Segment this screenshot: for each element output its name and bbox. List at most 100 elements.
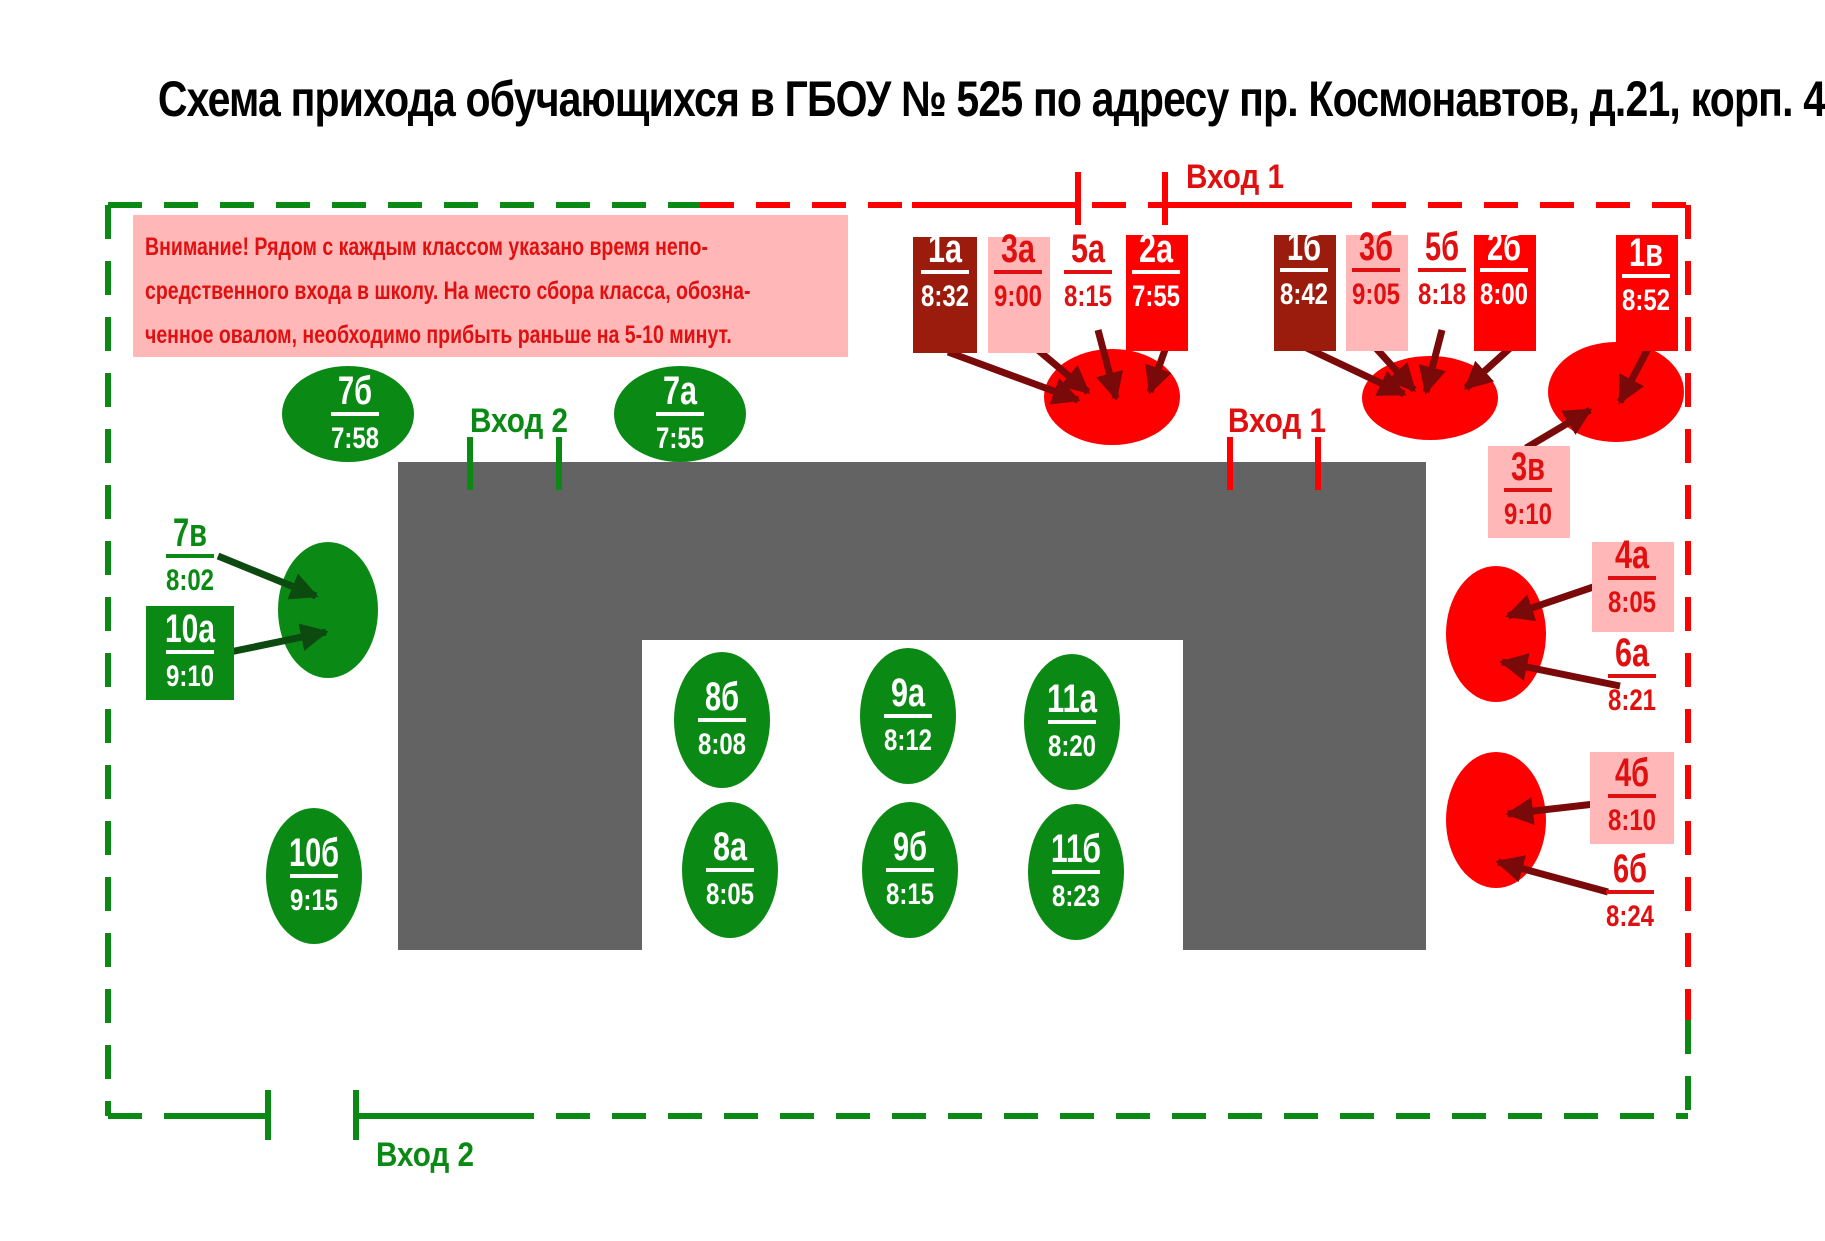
gathering-area-red-right-1 <box>1446 566 1546 702</box>
gate-2: Вход 2 <box>168 1090 520 1174</box>
arrow-6a <box>1499 653 1621 690</box>
class-time-9b: 8:15 <box>886 878 934 911</box>
class-time-7b: 7:58 <box>331 422 379 455</box>
class-time-11b: 8:23 <box>1052 880 1100 913</box>
arrow-1a <box>946 348 1081 405</box>
class-name-3a: 3а <box>1001 227 1036 271</box>
arrow-3v <box>1524 406 1593 452</box>
gate-1: Вход 1 <box>912 158 1352 225</box>
class-marker-3a: 3а 9:00 <box>988 227 1050 353</box>
class-time-3a: 9:00 <box>994 280 1042 313</box>
class-name-6a: 6а <box>1615 631 1650 675</box>
notice-line-2: средственного входа в школу. На место сб… <box>145 277 751 305</box>
notice-box: Внимание! Рядом с каждым классом указано… <box>133 215 848 357</box>
class-name-3v: 3в <box>1511 445 1545 489</box>
class-marker-2a: 2а 7:55 <box>1126 227 1188 351</box>
class-marker-4b: 4б8:10 <box>1590 751 1674 844</box>
gathering-area-red-right-2 <box>1446 752 1546 888</box>
class-name-3b: 3б <box>1359 225 1393 269</box>
class-marker-11a: 11а 8:20 <box>1024 654 1120 790</box>
arrow-10a <box>229 623 329 656</box>
class-marker-5a: 5а8:15 <box>1064 227 1112 313</box>
class-time-5a: 8:15 <box>1064 280 1112 313</box>
class-name-1v: 1в <box>1629 231 1663 275</box>
arrow-5b <box>1418 329 1446 395</box>
class-name-1b: 1б <box>1287 225 1321 269</box>
class-box-1v <box>1616 235 1678 351</box>
class-name-7v: 7в <box>173 511 207 555</box>
class-marker-1a: 1а8:32 <box>913 227 977 353</box>
class-time-10b: 9:15 <box>290 884 338 917</box>
class-name-8a: 8а <box>713 825 748 869</box>
gathering-area-red-top-3 <box>1548 342 1684 442</box>
arrow-1v <box>1616 343 1654 405</box>
class-marker-4a: 4а 8:05 <box>1592 533 1674 632</box>
building-entrance-1-label: Вход 1 <box>1228 402 1326 440</box>
class-box-4a <box>1592 542 1674 632</box>
notice-line-1: Внимание! Рядом с каждым классом указано… <box>145 233 708 261</box>
class-time-6a: 8:21 <box>1608 684 1656 717</box>
class-time-10a: 9:10 <box>166 660 214 693</box>
class-markers: 1а8:32 3а 9:00 5а8:15 2а 7:55 1б8:42 3б 9:05 5б 8:… <box>146 225 1678 944</box>
class-name-1a: 1а <box>928 227 963 271</box>
class-marker-11b: 11б 8:23 <box>1028 804 1124 940</box>
class-time-9a: 8:12 <box>884 724 932 757</box>
class-marker-2b: 2б 8:00 <box>1474 225 1536 351</box>
class-name-5b: 5б <box>1425 225 1459 269</box>
class-name-11b: 11б <box>1051 827 1101 871</box>
class-time-1v: 8:52 <box>1622 284 1670 317</box>
gate-2-label: Вход 2 <box>376 1136 474 1174</box>
arrow-5a <box>1094 329 1124 401</box>
class-marker-8a: 8а 8:05 <box>682 802 778 938</box>
class-marker-7b: 7б 7:58 <box>282 366 414 462</box>
class-name-4a: 4а <box>1615 533 1650 577</box>
class-box-1a <box>913 237 977 353</box>
class-name-2b: 2б <box>1487 225 1521 269</box>
gate-1-label: Вход 1 <box>1186 158 1284 196</box>
class-time-8b: 8:08 <box>698 728 746 761</box>
class-marker-1v: 1в 8:52 <box>1616 231 1678 351</box>
class-name-8b: 8б <box>705 675 739 719</box>
building-entrance-2: Вход 2 <box>467 402 568 490</box>
class-box-2a <box>1126 235 1188 351</box>
class-marker-3v: 3в9:10 <box>1488 445 1570 538</box>
class-name-6b: 6б <box>1613 847 1647 891</box>
class-marker-8b: 8б 8:08 <box>674 652 770 788</box>
class-name-2a: 2а <box>1139 227 1174 271</box>
class-marker-6a: 6а 8:21 <box>1608 631 1656 717</box>
class-time-8a: 8:05 <box>706 878 754 911</box>
arrow-6b <box>1495 855 1609 896</box>
class-marker-6b: 6б 8:24 <box>1606 847 1654 933</box>
school-building <box>398 462 1426 950</box>
class-name-10a: 10а <box>165 607 216 651</box>
class-name-7b: 7б <box>338 369 372 413</box>
page-title: Схема прихода обучающихся в ГБОУ № 525 п… <box>157 71 1825 127</box>
notice-line-3: ченное овалом, необходимо прибыть раньше… <box>145 321 732 349</box>
class-time-11a: 8:20 <box>1048 730 1096 763</box>
class-time-6b: 8:24 <box>1606 900 1654 933</box>
class-time-2a: 7:55 <box>1132 280 1180 313</box>
class-marker-3b: 3б 9:05 <box>1346 225 1408 351</box>
class-marker-1b: 1б8:42 <box>1274 225 1336 351</box>
class-time-3b: 9:05 <box>1352 278 1400 311</box>
class-name-9b: 9б <box>893 825 927 869</box>
class-marker-7v: 7в 8:02 <box>166 511 214 597</box>
school-arrival-map: Вход 1 Вход 2 Вход 2 Вход 1 <box>105 158 1691 1174</box>
class-time-7a: 7:55 <box>656 422 704 455</box>
arrow-7v <box>216 552 319 600</box>
class-time-4a: 8:05 <box>1608 586 1656 619</box>
class-time-2b: 8:00 <box>1480 278 1528 311</box>
class-time-5b: 8:18 <box>1418 278 1466 311</box>
class-name-9a: 9а <box>891 671 926 715</box>
gathering-area-green-left <box>278 542 378 678</box>
class-time-7v: 8:02 <box>166 564 214 597</box>
building-entrance-2-label: Вход 2 <box>470 402 568 440</box>
class-marker-9a: 9а 8:12 <box>860 648 956 784</box>
class-box-3a <box>988 237 1050 353</box>
class-name-11a: 11а <box>1047 677 1098 721</box>
class-name-4b: 4б <box>1615 751 1649 795</box>
class-box-1b <box>1274 235 1336 351</box>
class-marker-5b: 5б 8:18 <box>1418 225 1466 311</box>
class-name-7a: 7а <box>663 369 698 413</box>
